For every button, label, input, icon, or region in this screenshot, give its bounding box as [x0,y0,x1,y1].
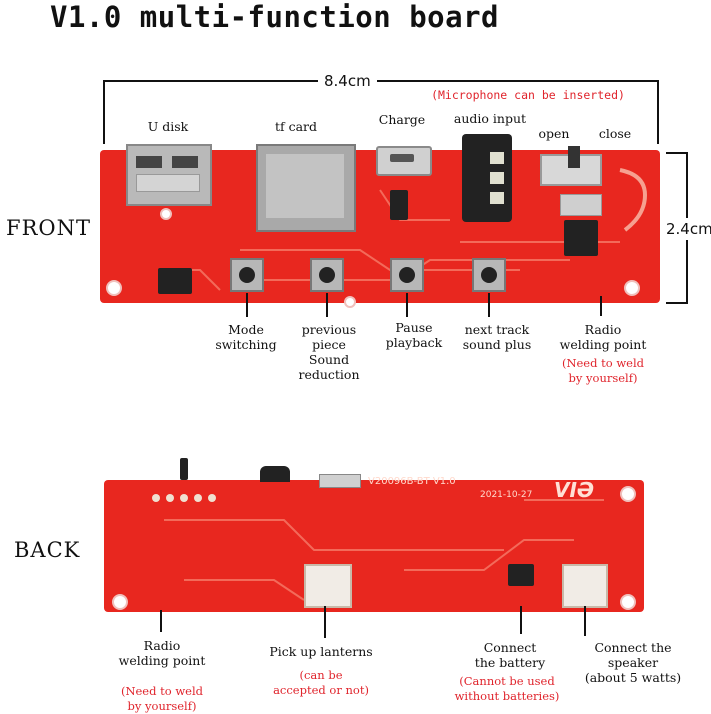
board-id-silkscreen: V20096B-BT V1.0 [368,476,456,487]
crystal-component [560,194,602,216]
audio-jack [462,134,512,222]
mounting-hole [112,594,128,610]
radio-pointer [600,296,602,316]
lanterns-pointer [324,606,326,638]
open-label: open [538,126,570,141]
date-silkscreen: 2021-10-27 [480,490,533,500]
audio-jack-back [260,466,290,482]
width-dimension-right-tick [657,80,659,144]
mounting-hole [620,486,636,502]
width-dimension-left-tick [103,80,105,144]
pad [180,494,188,502]
connect-battery-note: (Cannot be used without batteries) [454,674,560,703]
pad [152,494,160,502]
width-dimension-line [103,80,659,82]
power-switch [540,146,602,186]
radio-welding-front-note: (Need to weld by yourself) [561,356,645,385]
back-traces [164,499,604,601]
mounting-hole [106,280,122,296]
height-dimension-bottom-tick [666,302,688,304]
pick-up-lanterns-note: (can be accepted or not) [273,668,369,697]
mode-switching-label: Mode switching [215,322,277,352]
pad [194,494,202,502]
height-dimension-text: 2.4cm [666,218,711,240]
pad [208,494,216,502]
pause-pointer [406,293,408,317]
bluetooth-chip [564,220,598,256]
next-pointer [488,293,490,317]
connect-speaker-label: Connect the speaker (about 5 watts) [584,640,682,685]
radio-welding-back-note: (Need to weld by yourself) [120,684,204,713]
amplifier-chip [158,268,192,294]
switch-back [180,458,188,480]
lantern-terminal [304,564,352,608]
page-title: V1.0 multi-function board [50,0,499,34]
close-label: close [598,126,632,141]
mounting-hole [160,208,172,220]
back-radio-pointer [160,610,162,632]
mounting-hole [624,280,640,296]
audio-input-label: audio input [453,111,527,126]
charge-port [376,146,432,176]
radio-welding-back-label: Radio welding point [118,638,206,668]
front-pcb [100,134,660,308]
logo-silkscreen: VIƏ [554,478,594,502]
pause-button[interactable] [390,258,424,292]
battery-pointer [520,606,522,634]
speaker-terminal [562,564,608,608]
battery-connector [508,564,534,586]
next-track-label: next track sound plus [462,322,532,352]
width-dimension-text: 8.4cm [318,72,377,90]
mode-pointer [246,293,248,317]
back-label: BACK [14,538,81,562]
previous-piece-label: previous piece Sound reduction [298,322,360,382]
height-dimension-top-tick [666,152,688,154]
pick-up-lanterns-label: Pick up lanterns [269,644,373,659]
radio-welding-front-label: Radio welding point [559,322,647,352]
next-button[interactable] [472,258,506,292]
connect-battery-label: Connect the battery [474,640,546,670]
u-disk-label: U disk [147,119,189,134]
tf-card-slot [256,144,356,232]
mode-button[interactable] [230,258,264,292]
mounting-hole [620,594,636,610]
mounting-hole [344,296,356,308]
pad [166,494,174,502]
microphone-note: (Microphone can be inserted) [431,88,625,102]
back-pcb: V20096B-BT V1.0 2021-10-27 VIƏ [104,458,644,612]
tf-card-label: tf card [274,119,318,134]
pause-playback-label: Pause playback [385,320,443,350]
charge-label: Charge [378,112,426,127]
previous-button[interactable] [310,258,344,292]
inductor-component [390,190,408,220]
previous-pointer [326,293,328,317]
usb-port [126,144,212,206]
speaker-pointer [584,606,586,636]
front-label: FRONT [6,216,91,240]
charge-port-back [319,474,361,488]
